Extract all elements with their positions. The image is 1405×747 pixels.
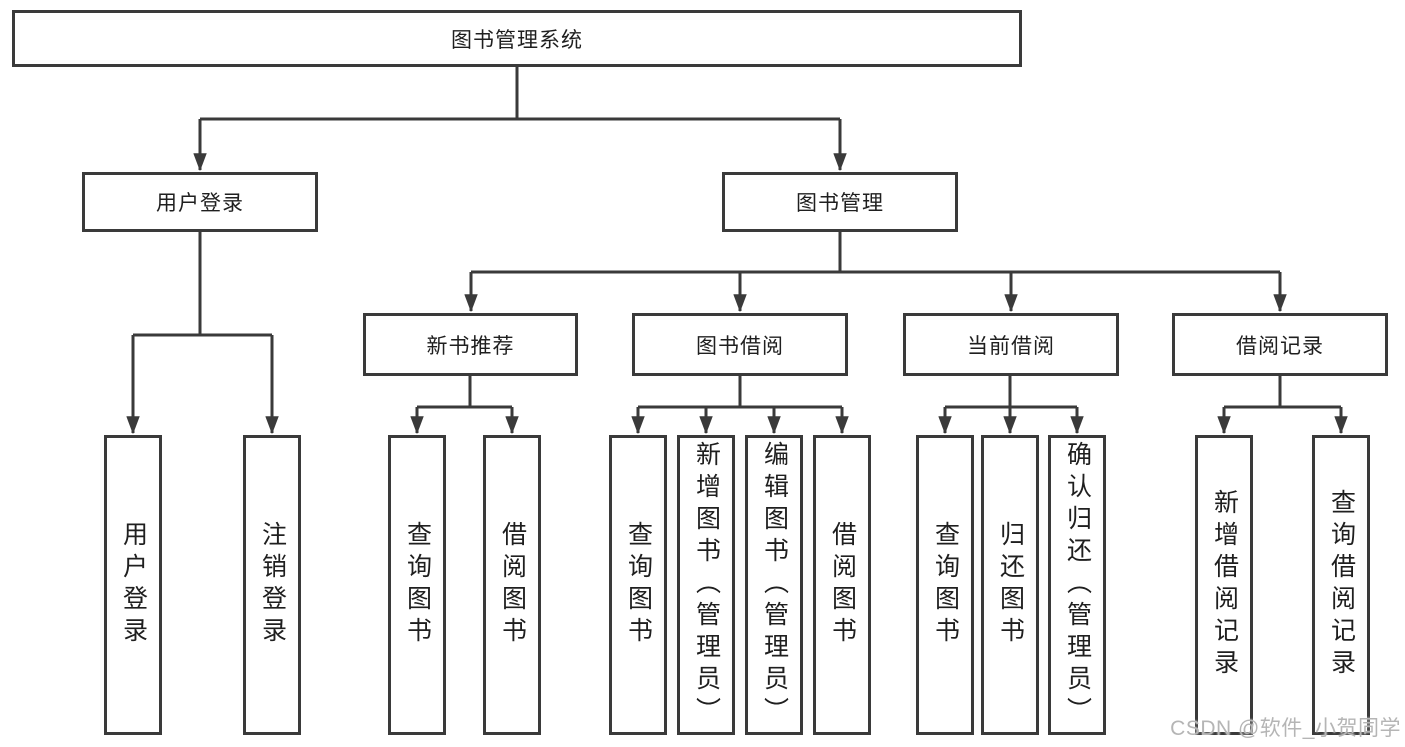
leaf-borrow-edit-books-admin-label: 编辑图书（管理员） [760,441,789,729]
node-book-borrow-label: 图书借阅 [696,334,784,358]
leaf-records-query-record: 查询借阅记录 [1312,435,1370,735]
node-book-management: 图书管理 [722,172,958,232]
node-user-login: 用户登录 [82,172,318,232]
leaf-recommend-query-books: 查询图书 [388,435,446,735]
leaf-borrow-borrow-books: 借阅图书 [813,435,871,735]
node-borrow-records-label: 借阅记录 [1236,334,1324,358]
leaf-borrow-add-books-admin-label: 新增图书（管理员） [692,441,721,729]
leaf-borrow-edit-books-admin: 编辑图书（管理员） [745,435,803,735]
leaf-current-return-books-label: 归还图书 [996,521,1025,649]
csdn-watermark: CSDN @软件_小贺同学 [1170,717,1401,740]
leaf-recommend-query-books-label: 查询图书 [403,521,432,649]
leaf-borrow-borrow-books-label: 借阅图书 [828,521,857,649]
leaf-logout-login-label: 注销登录 [258,521,287,649]
leaf-borrow-add-books-admin: 新增图书（管理员） [677,435,735,735]
leaf-current-return-books: 归还图书 [981,435,1039,735]
leaf-current-query-books: 查询图书 [916,435,974,735]
leaf-current-query-books-label: 查询图书 [931,521,960,649]
leaf-user-login: 用户登录 [104,435,162,735]
leaf-current-confirm-return-admin-label: 确认归还（管理员） [1063,441,1092,729]
leaf-records-add-record: 新增借阅记录 [1195,435,1253,735]
node-current-borrow: 当前借阅 [903,313,1119,376]
leaf-recommend-borrow-books: 借阅图书 [483,435,541,735]
node-root-system-label: 图书管理系统 [451,28,583,52]
node-new-book-recommend: 新书推荐 [363,313,578,376]
node-user-login-label: 用户登录 [156,192,244,215]
node-new-book-recommend-label: 新书推荐 [426,334,515,358]
node-borrow-records: 借阅记录 [1172,313,1388,376]
node-book-management-label: 图书管理 [796,192,884,215]
node-current-borrow-label: 当前借阅 [967,334,1055,358]
node-root-system: 图书管理系统 [12,10,1022,67]
leaf-user-login-label: 用户登录 [119,521,148,649]
leaf-records-query-record-label: 查询借阅记录 [1327,489,1356,681]
leaf-records-add-record-label: 新增借阅记录 [1210,489,1239,681]
leaf-borrow-query-books: 查询图书 [609,435,667,735]
leaf-current-confirm-return-admin: 确认归还（管理员） [1048,435,1106,735]
node-book-borrow: 图书借阅 [632,313,848,376]
leaf-borrow-query-books-label: 查询图书 [624,521,653,649]
leaf-recommend-borrow-books-label: 借阅图书 [498,521,527,649]
leaf-logout-login: 注销登录 [243,435,301,735]
